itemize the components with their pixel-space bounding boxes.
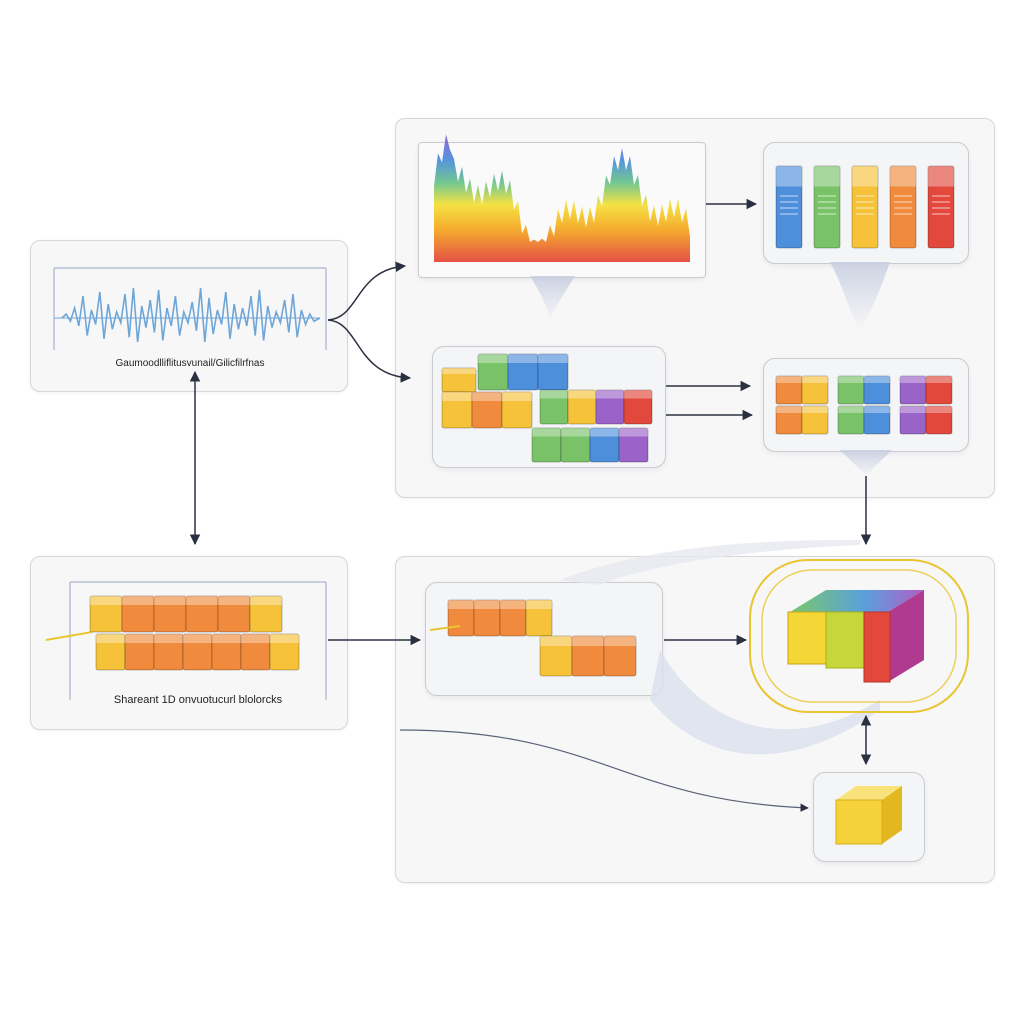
feature-bar (889, 165, 917, 249)
block-highlight (478, 354, 508, 363)
block-highlight (926, 406, 952, 413)
block-highlight (218, 596, 250, 605)
spectrogram-icon (434, 134, 690, 322)
block-highlight (472, 392, 502, 401)
conv-blocks-frame (45, 581, 327, 700)
block-highlight (212, 634, 241, 643)
block-highlight (442, 368, 476, 374)
block-highlight (122, 596, 154, 605)
block-highlight (500, 600, 526, 609)
conv-block (249, 595, 283, 633)
block-highlight (864, 376, 890, 383)
block-highlight (183, 634, 212, 643)
block-highlight (928, 166, 954, 187)
block-highlight (838, 406, 864, 413)
conv-blocks-caption: Shareant 1D onvuotucurl blolorcks (113, 694, 283, 706)
mixed-block (618, 427, 649, 463)
block-highlight (572, 636, 604, 646)
block-highlight (538, 354, 568, 363)
paired-block (801, 375, 829, 405)
block-highlight (270, 634, 299, 643)
block-highlight (508, 354, 538, 363)
block-highlight (852, 166, 878, 187)
block-highlight (900, 376, 926, 383)
block-highlight (776, 406, 802, 413)
cube-icon (835, 786, 902, 845)
block-highlight (532, 428, 561, 437)
conv-block (269, 633, 300, 671)
block-highlight (776, 166, 802, 187)
block-highlight (590, 428, 619, 437)
small-blocks-accent (429, 625, 461, 631)
block-highlight (838, 376, 864, 383)
block-highlight (154, 596, 186, 605)
block-highlight (186, 596, 218, 605)
paired-blocks-stack (775, 375, 953, 435)
audio-input-caption: Gaumoodlliflitusvunail/Gilicfilrfnas (115, 358, 265, 369)
block-highlight (502, 392, 532, 401)
block-highlight (125, 634, 154, 643)
conv-blocks-stack (89, 595, 300, 671)
block-highlight (802, 406, 828, 413)
feature-bar (775, 165, 803, 249)
paired-block (801, 405, 829, 435)
block-highlight (890, 166, 916, 187)
block-highlight (776, 376, 802, 383)
block-highlight (96, 634, 125, 643)
paired-block (863, 375, 891, 405)
block-highlight (900, 406, 926, 413)
block-highlight (596, 390, 624, 399)
paired-block (925, 405, 953, 435)
arrow-audio-to-blocks (327, 319, 412, 383)
paired-block (925, 375, 953, 405)
audio-waveform-icon (53, 267, 327, 350)
feature-bar (813, 165, 841, 249)
block-highlight (540, 636, 572, 646)
flow-sweep (560, 540, 860, 585)
block-highlight (619, 428, 648, 437)
feature-bar (851, 165, 879, 249)
block-highlight (474, 600, 500, 609)
block-highlight (568, 390, 596, 399)
block-highlight (864, 406, 890, 413)
block-highlight (448, 600, 474, 609)
block-highlight (241, 634, 270, 643)
mixed-block (501, 391, 533, 429)
block-highlight (540, 390, 568, 399)
block-highlight (250, 596, 282, 605)
block-highlight (526, 600, 552, 609)
mixed-blocks-stack (441, 353, 653, 463)
block-highlight (604, 636, 636, 646)
block-highlight (926, 376, 952, 383)
highlight-ring (749, 559, 969, 713)
connector-arrows (189, 198, 872, 812)
feature-bar (927, 165, 955, 249)
small-block (525, 599, 553, 637)
block-highlight (90, 596, 122, 605)
paired-block (863, 405, 891, 435)
arrow-audio-to-spectrogram (327, 261, 407, 321)
block-stack-icon (787, 590, 924, 683)
small-block (603, 635, 637, 677)
block-highlight (442, 392, 472, 401)
flow-sweep-lower (650, 650, 880, 755)
arrow-panel-to-small-cube (399, 729, 809, 812)
block-highlight (802, 376, 828, 383)
block-highlight (561, 428, 590, 437)
mixed-block (623, 389, 653, 425)
small-blocks-stack (447, 599, 637, 677)
feature-bars-icon (775, 165, 955, 249)
block-highlight (624, 390, 652, 399)
block-highlight (154, 634, 183, 643)
paired-blocks-card (763, 358, 969, 452)
block-highlight (814, 166, 840, 187)
